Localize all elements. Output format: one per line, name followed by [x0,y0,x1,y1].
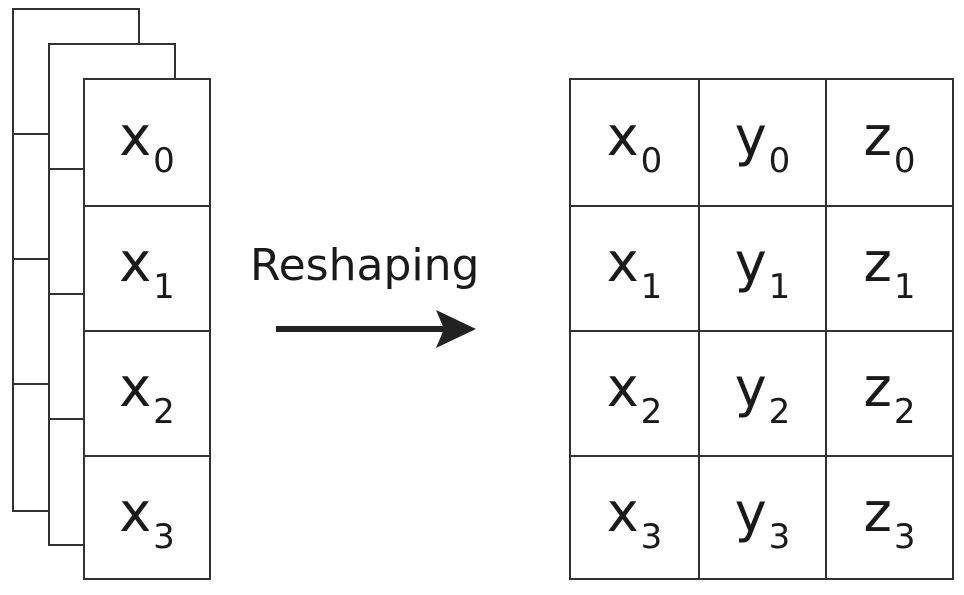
cell-variable: x [119,230,152,294]
cell-subscript: 2 [768,391,791,432]
cell-variable: x [119,104,152,168]
cell-subscript: 1 [768,266,791,307]
cell-subscript: 1 [640,266,663,307]
cell-subscript: 2 [893,391,916,432]
cell-variable: x [606,480,639,544]
operation-label: Reshaping [250,240,480,291]
cell-subscript: 2 [153,391,175,432]
cell-subscript: 3 [768,516,791,557]
cell-variable: z [863,104,892,168]
cell-subscript: 0 [153,140,175,181]
middle-layer-divider [50,293,86,295]
back-layer-divider [14,383,50,385]
cell-variable: x [606,230,639,294]
cell-subscript: 3 [153,516,175,557]
cell-subscript: 3 [640,516,663,557]
cell-variable: y [734,480,767,544]
cell-variable: x [606,104,639,168]
back-layer-divider [14,133,50,135]
cell-subscript: 1 [153,266,175,307]
cell-variable: y [734,104,767,168]
cell-subscript: 2 [640,391,663,432]
middle-layer-divider [50,418,86,420]
cell-subscript: 0 [893,140,916,181]
back-layer-divider [14,258,50,260]
cell-subscript: 1 [893,266,916,307]
cell-variable: x [606,355,639,419]
middle-layer-divider [50,168,86,170]
cell-subscript: 3 [893,516,916,557]
cell-variable: x [119,355,152,419]
cell-variable: x [119,480,152,544]
cell-variable: y [734,230,767,294]
cell-subscript: 0 [640,140,663,181]
cell-subscript: 0 [768,140,791,181]
right-arrow-icon [276,310,476,348]
cell-variable: z [863,480,892,544]
cell-variable: y [734,355,767,419]
cell-variable: z [863,355,892,419]
cell-variable: z [863,230,892,294]
